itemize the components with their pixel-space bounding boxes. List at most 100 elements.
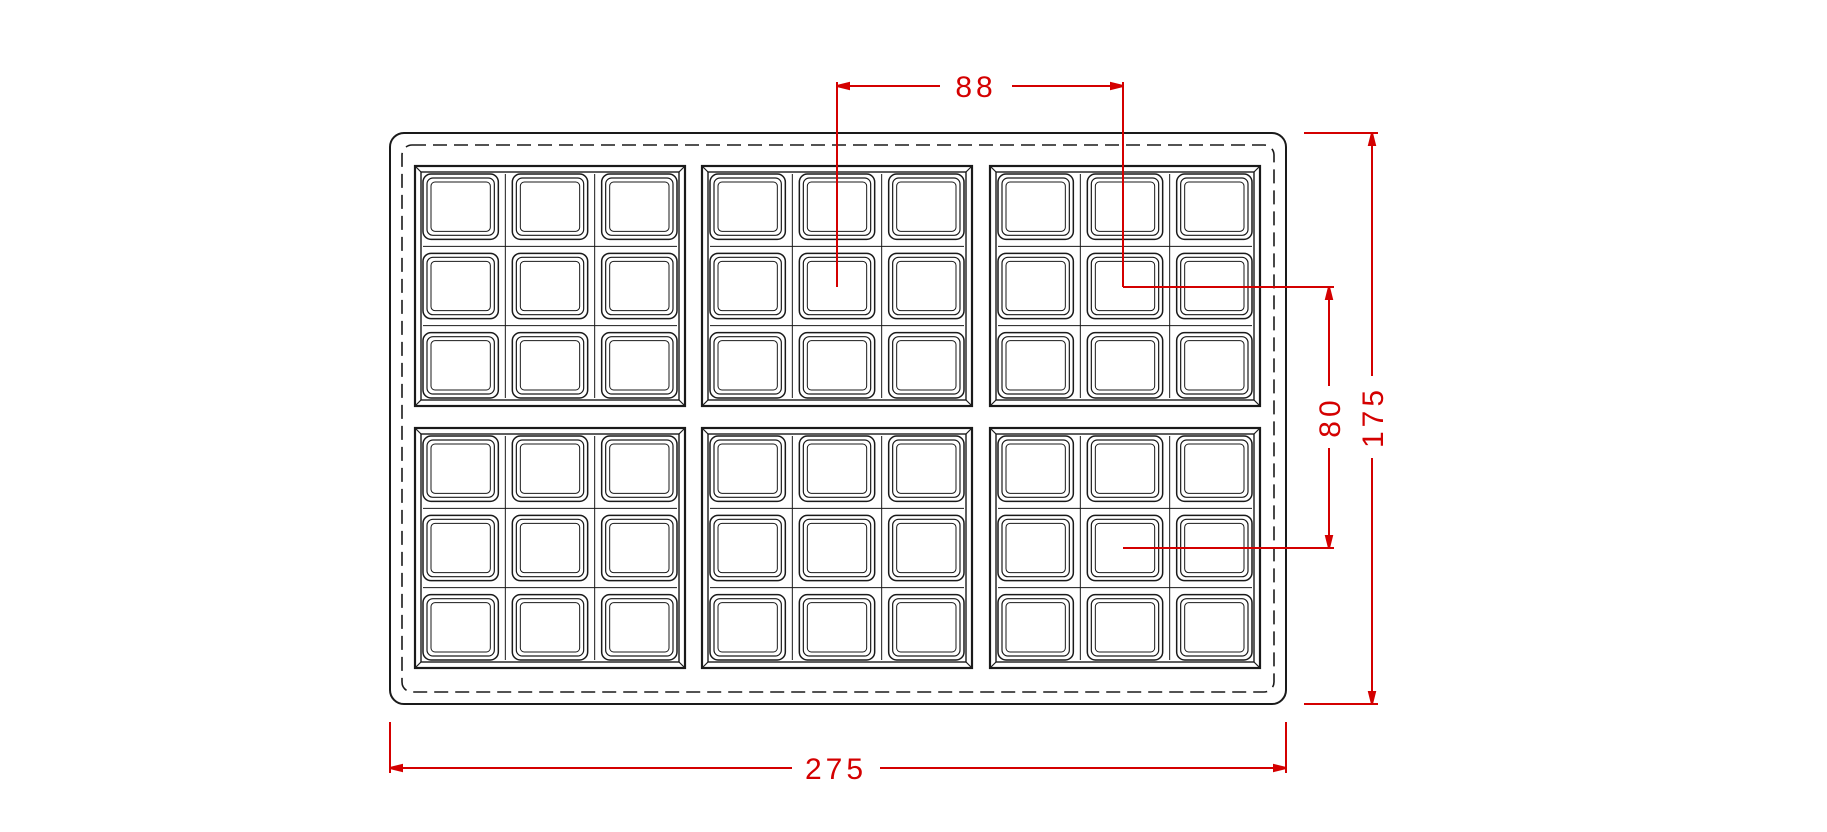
chocolate-piece-face (1005, 181, 1066, 232)
cavity-bevel-corner (989, 399, 997, 407)
chocolate-piece-outer (997, 252, 1075, 320)
chocolate-piece-face (717, 181, 778, 232)
chocolate-piece-face (896, 522, 957, 574)
chocolate-piece-face (1005, 340, 1066, 391)
cavity-bevel-corner (1253, 399, 1261, 407)
chocolate-piece-face (1005, 522, 1066, 574)
chocolate-piece-inner (802, 336, 872, 395)
cavity (988, 164, 1262, 408)
cavity-bevel-corner (678, 427, 686, 435)
chocolate-piece-face (609, 522, 670, 574)
cavity-bevel-corner (989, 165, 997, 173)
chocolate-piece-face (896, 340, 957, 391)
cavity-bevel-corner (965, 165, 973, 173)
chocolate-piece-outer (422, 435, 500, 503)
chocolate-piece-face (717, 260, 778, 312)
chocolate-piece-face (609, 340, 670, 391)
dim-88-arrow-right (1110, 81, 1124, 91)
cavity-outer-edge (700, 426, 974, 670)
chocolate-piece-face (519, 181, 581, 232)
chocolate-piece-outer (511, 252, 589, 320)
chocolate-piece-inner (426, 518, 495, 578)
chocolate-piece-inner (515, 439, 585, 498)
cavity-bevel-corner (701, 399, 709, 407)
chocolate-piece-inner (605, 439, 674, 498)
chocolate-piece-face (1094, 602, 1156, 653)
cavity-bevel-corner (414, 165, 422, 173)
chocolate-piece-inner (892, 177, 961, 236)
chocolate-piece-inner (892, 518, 961, 578)
chocolate-piece-inner (1001, 177, 1070, 236)
chocolate-piece-outer (511, 435, 589, 503)
cavity-bevel-corner (1253, 661, 1261, 669)
chocolate-piece-face (519, 443, 581, 494)
chocolate-piece-outer (1175, 173, 1253, 241)
chocolate-piece-face (717, 443, 778, 494)
chocolate-piece-face (1005, 443, 1066, 494)
chocolate-piece-inner (1001, 598, 1070, 657)
dim-175-arrow-bottom (1367, 691, 1377, 705)
cavity-bevel-corner (989, 661, 997, 669)
cavity-bevel-corner (414, 399, 422, 407)
chocolate-piece-outer (997, 331, 1075, 399)
chocolate-piece-inner (515, 336, 585, 395)
chocolate-piece-face (896, 443, 957, 494)
chocolate-piece-outer (798, 435, 876, 503)
cavity-bevel-corner (678, 661, 686, 669)
chocolate-piece-inner (1090, 439, 1160, 498)
chocolate-piece-face (430, 260, 491, 312)
chocolate-piece-face (806, 522, 868, 574)
chocolate-piece-outer (887, 252, 965, 320)
chocolate-piece-inner (1180, 177, 1249, 236)
chocolate-piece-face (430, 443, 491, 494)
chocolate-piece-face (1184, 443, 1245, 494)
cavity (700, 426, 974, 670)
cavity-outer-edge (413, 164, 687, 408)
cavity-bevel-corner (678, 399, 686, 407)
chocolate-piece-outer (422, 514, 500, 582)
chocolate-piece-inner (1001, 439, 1070, 498)
chocolate-piece-outer (887, 514, 965, 582)
chocolate-piece-inner (1180, 598, 1249, 657)
chocolate-piece-face (430, 340, 491, 391)
chocolate-piece-face (609, 181, 670, 232)
cavity-inner-edge (707, 433, 967, 663)
chocolate-piece-inner (605, 256, 674, 316)
chocolate-piece-outer (997, 593, 1075, 661)
chocolate-piece-outer (1175, 593, 1253, 661)
chocolate-piece-outer (511, 593, 589, 661)
chocolate-piece-face (896, 181, 957, 232)
dim-275-arrow-left (389, 763, 403, 773)
chocolate-piece-face (430, 181, 491, 232)
chocolate-piece-outer (709, 593, 787, 661)
chocolate-piece-face (609, 602, 670, 653)
chocolate-piece-inner (713, 439, 782, 498)
cavity-bevel-corner (1253, 165, 1261, 173)
chocolate-piece-inner (426, 336, 495, 395)
chocolate-piece-inner (426, 439, 495, 498)
chocolate-piece-inner (892, 439, 961, 498)
chocolate-piece-outer (887, 173, 965, 241)
cavity-bevel-corner (965, 661, 973, 669)
chocolate-piece-face (609, 260, 670, 312)
chocolate-piece-outer (997, 435, 1075, 503)
chocolate-piece-outer (600, 514, 678, 582)
chocolate-piece-face (609, 443, 670, 494)
chocolate-piece-face (806, 340, 868, 391)
chocolate-piece-outer (1086, 331, 1164, 399)
chocolate-piece-outer (1086, 593, 1164, 661)
chocolate-piece-inner (713, 336, 782, 395)
chocolate-piece-outer (798, 593, 876, 661)
chocolate-piece-outer (600, 435, 678, 503)
chocolate-piece-outer (511, 331, 589, 399)
chocolate-piece-inner (1090, 336, 1160, 395)
chocolate-piece-face (806, 602, 868, 653)
cavity (413, 164, 687, 408)
cavity-bevel-corner (701, 427, 709, 435)
dim-275-label: 275 (805, 753, 867, 786)
chocolate-piece-outer (511, 173, 589, 241)
chocolate-piece-outer (798, 514, 876, 582)
chocolate-piece-face (519, 522, 581, 574)
chocolate-piece-inner (515, 518, 585, 578)
